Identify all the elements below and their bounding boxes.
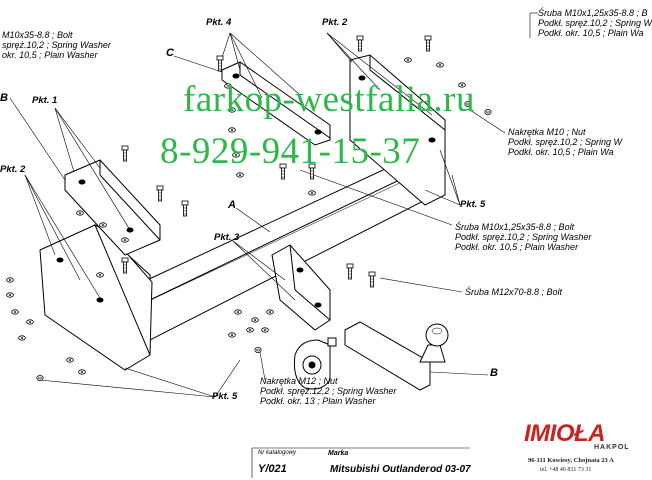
note-line: Śruba M10x1,25x35-8.8 ; B [538, 8, 648, 18]
washer-icon [261, 327, 269, 333]
washer-icon [6, 292, 14, 298]
top-bracket-c [221, 61, 331, 146]
label-b-right: B [490, 367, 498, 379]
bolt-icon [181, 200, 189, 217]
washer-icon [246, 327, 254, 333]
bolt-icon [216, 55, 224, 72]
bolt-icon [368, 271, 376, 288]
note-nut-m10: Nakrętka M10 ; Nut Podkł. spręż.10,2 ; S… [508, 127, 622, 157]
watermark-phone: 8-929-941-15-37 [160, 131, 421, 172]
washer-icon [266, 309, 274, 315]
label-pkt5-bottom: Pkt. 5 [212, 391, 238, 402]
imiola-logo: IMIOŁA [524, 420, 606, 448]
bolt-icon [156, 185, 164, 202]
washer-icon [96, 272, 104, 278]
note-line: Śruba M12x70-8.8 ; Bolt [465, 287, 563, 297]
note-line: Podkł. okr. 10,5 ; Plain Wa [508, 147, 614, 157]
washer-icon [251, 317, 259, 323]
washer-icon [236, 172, 244, 178]
logo-sub: HAKPOL [594, 444, 630, 451]
label-pkt2-top: Pkt. 2 [322, 17, 348, 28]
note-topright: Śruba M10x1,25x35-8.8 ; B Podkł. spręż.1… [538, 8, 652, 38]
note-line: Podkł. spręż.10,2 ; Spring W [508, 137, 623, 147]
left-bracket [64, 159, 161, 256]
washer-icon [11, 309, 19, 315]
catalog-number: Y/021 [258, 463, 287, 475]
bolt-icon [346, 263, 354, 280]
note-line: Podkł. okr. 13 ; Plain Washer [260, 396, 376, 406]
tow-ball-b [344, 321, 449, 391]
washer-icon [76, 210, 84, 216]
note-line: Nakrętka M10 ; Nut [508, 127, 586, 137]
socket-plate [294, 337, 337, 390]
leader-lines [9, 12, 538, 478]
label-pkt3: Pkt. 3 [214, 232, 240, 243]
washer-icon [436, 62, 444, 68]
washer-icon [66, 357, 74, 363]
note-line: Podkł. spręż.12,2 ; Spring Washer [260, 386, 397, 396]
center-mount-plate [271, 244, 331, 331]
right-side-plate [349, 54, 446, 206]
note-bolt-m10: Śruba M10x1,25x35-8.8 ; Bolt Podkł. sprę… [455, 222, 591, 252]
note-nut-m12: Nakrętka M12 ; Nut Podkł. spręż.12,2 ; S… [260, 376, 396, 406]
washer-icon [18, 335, 26, 341]
bolt-icon [121, 145, 129, 162]
note-line: Nakrętka M12 ; Nut [260, 376, 338, 386]
note-bolt-m12: Śruba M12x70-8.8 ; Bolt [465, 287, 562, 297]
note-line: M10x35-8.8 ; Bolt [2, 30, 73, 40]
catalog-header: Nr katalogowy [258, 450, 297, 456]
washer-icon [404, 57, 412, 63]
note-line: Podkł. okr. 10,5 ; Plain Wa [538, 28, 644, 38]
note-topleft: M10x35-8.8 ; Bolt spręż.10,2 ; Spring Wa… [2, 30, 111, 60]
label-a: A [228, 199, 236, 211]
note-line: Podkł. okr. 10,5 ; Plain Washer [455, 242, 579, 252]
label-b-left: B [0, 92, 8, 104]
label-pkt5-right: Pkt. 5 [460, 199, 486, 210]
note-line: Podkł. spręż.10,2 ; Spring W [538, 18, 652, 28]
washer-icon [99, 222, 107, 228]
note-line: Podkł. spręż.10,2 ; Spring Washer [455, 232, 592, 242]
label-pkt4: Pkt. 4 [206, 17, 232, 28]
logo-text: IMIOŁA [524, 420, 606, 447]
bolt-icon [424, 35, 432, 52]
nut-icon [484, 109, 492, 115]
washer-icon [26, 319, 34, 325]
brand-header: Marka [328, 450, 349, 457]
washer-icon [308, 190, 316, 196]
washer-icon [234, 309, 242, 315]
company-address: 96-111 Kowiesy, Chojnata 23 A [528, 457, 614, 464]
nut-icon [36, 374, 44, 382]
note-line: spręż.10,2 ; Spring Washer [2, 40, 111, 50]
washer-icon [121, 237, 129, 243]
model-year: od 03-07 [430, 464, 471, 475]
washer-icon [228, 332, 236, 338]
washer-icon [6, 277, 14, 283]
label-pkt1: Pkt. 1 [32, 95, 58, 106]
bolt-icon [356, 35, 364, 52]
note-line: Śruba M10x1,25x35-8.8 ; Bolt [455, 222, 575, 232]
label-c: C [166, 47, 174, 59]
company-phone: tel. +48 46 831 73 31 [540, 467, 592, 473]
car-model: Mitsubishi Outlander [330, 464, 430, 475]
washer-icon [78, 369, 86, 375]
label-pkt2-left: Pkt. 2 [0, 164, 26, 175]
watermark-site: farkop-westfalia.ru [183, 79, 476, 120]
note-line: okr. 10,5 ; Plain Washer [2, 50, 98, 60]
nut-icon [254, 346, 262, 354]
